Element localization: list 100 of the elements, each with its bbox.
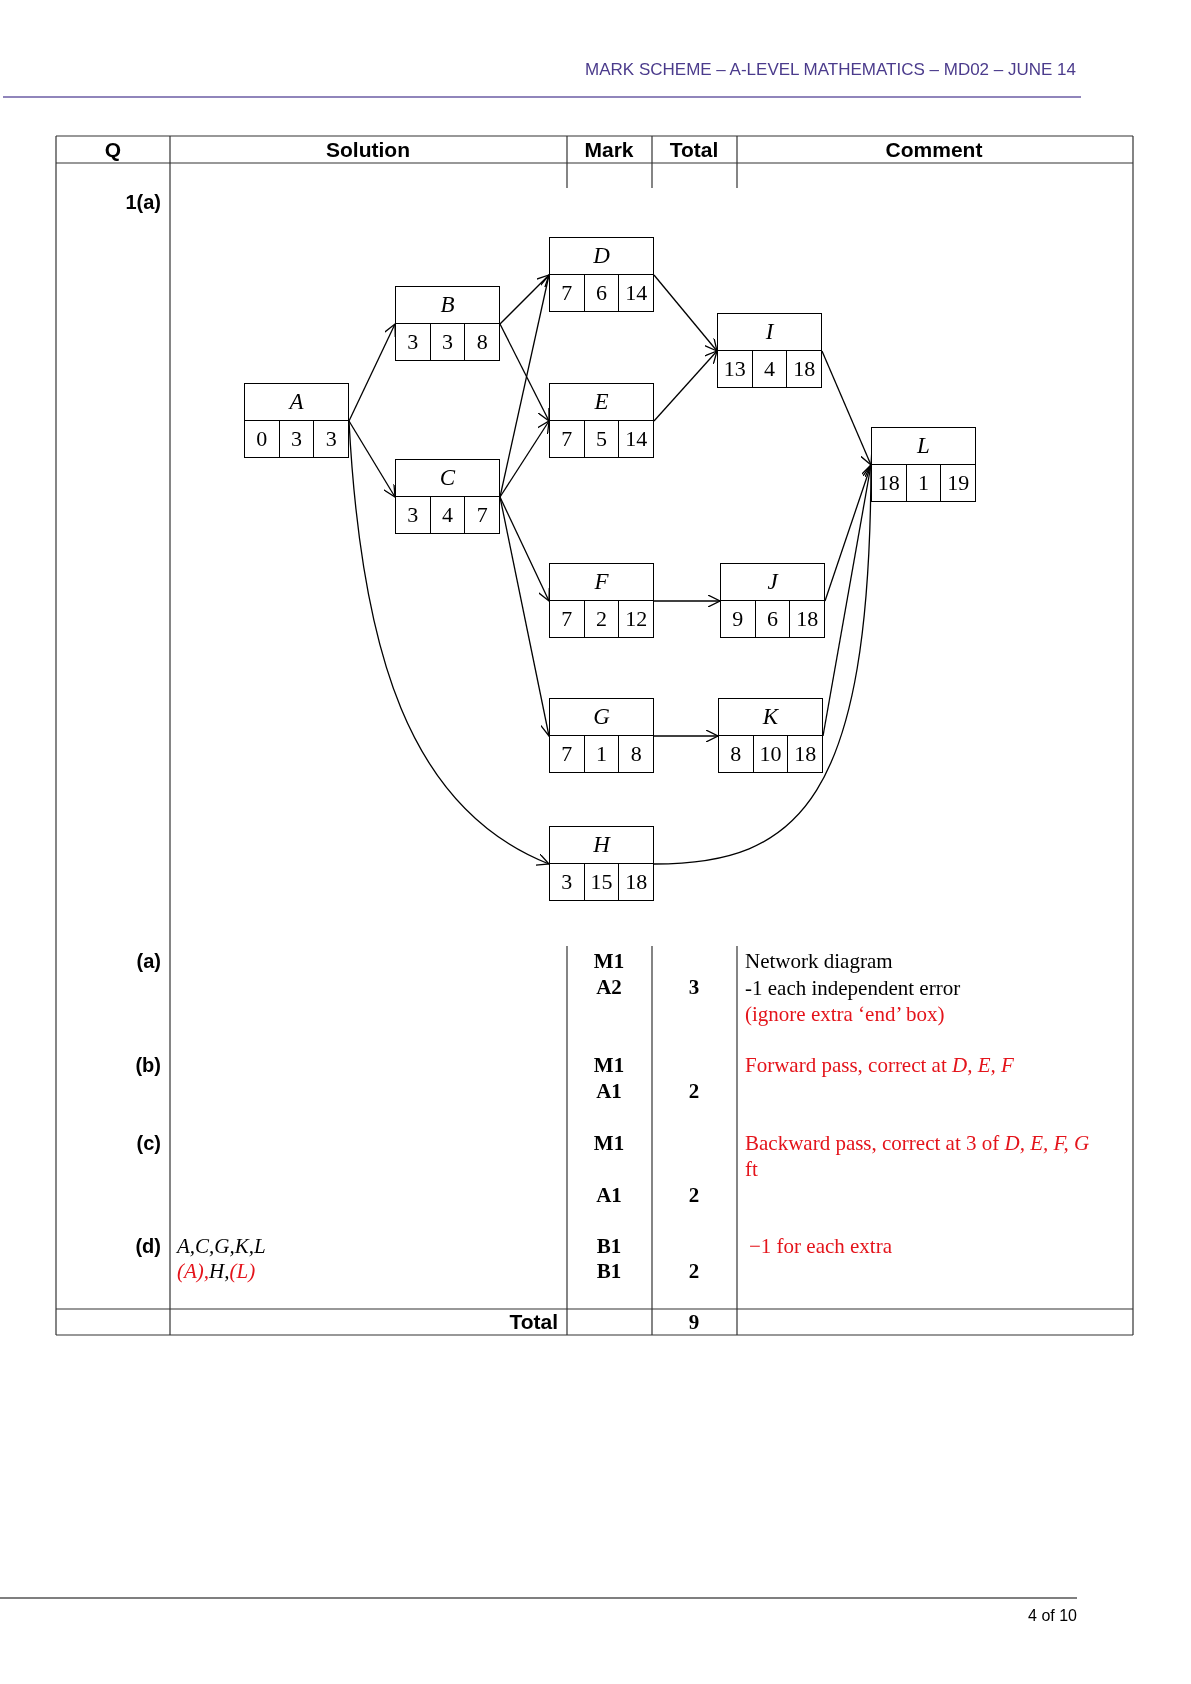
number-cell: 14 (618, 421, 653, 457)
number-cell-text: 18 (876, 469, 901, 497)
number-cell: 15 (583, 864, 619, 900)
activity-name: E (550, 384, 653, 421)
number-cell: 1 (905, 465, 941, 501)
activity-name: J (721, 564, 824, 601)
arrow (653, 350, 718, 422)
arrow (653, 274, 718, 352)
activity-box (549, 237, 654, 312)
activity-name: F (550, 564, 653, 601)
number-cell: 18 (618, 864, 653, 900)
number-cell-text: 7 (560, 605, 574, 633)
page-number: 4 of 10 (1028, 1606, 1077, 1626)
total-mark: 2 (688, 1258, 700, 1284)
comment-text: −1 for each extra (749, 1233, 892, 1259)
activity-box (549, 698, 654, 773)
number-cell-text: 3 (560, 868, 574, 896)
question-part: (c) (136, 1131, 161, 1156)
number-cell-text: 7 (560, 425, 574, 453)
number-cell: 18 (787, 736, 822, 772)
number-cell: 19 (940, 465, 975, 501)
activity-box (395, 286, 500, 361)
activity-name: K (719, 699, 822, 736)
arrow (821, 350, 873, 466)
arrow (499, 496, 550, 602)
arrow (653, 729, 719, 743)
arrow (499, 420, 550, 498)
mark-code: A2 (596, 974, 622, 1000)
column-header: Total (669, 137, 719, 163)
activity-name: G (550, 699, 653, 736)
number-cell: 4 (429, 497, 465, 533)
number-cell: 1 (583, 736, 619, 772)
solution-text: (A), (177, 1258, 210, 1284)
total-mark: 2 (688, 1182, 700, 1208)
activity-box (395, 459, 500, 534)
number-cell: 3 (313, 421, 348, 457)
column-header: Q (104, 137, 122, 163)
number-cell: 5 (583, 421, 619, 457)
mark-code: M1 (593, 1052, 625, 1078)
total-mark: 2 (688, 1078, 700, 1104)
solution-text: (L) (229, 1258, 256, 1284)
total-mark: 9 (688, 1309, 700, 1335)
comment-text: -1 each independent error (745, 975, 961, 1001)
activity-name: I (718, 314, 821, 351)
mark-code: M1 (593, 1130, 625, 1156)
activity-name: H (550, 827, 653, 864)
activity-box (717, 313, 822, 388)
total-label: Total (509, 1309, 558, 1335)
comment-text: Backward pass, correct at 3 of D, E, F, G ft (745, 1130, 1091, 1182)
activity-box (549, 563, 654, 638)
mark-code: B1 (596, 1233, 622, 1259)
number-cell: 4 (751, 351, 787, 387)
number-cell-text: 9 (731, 605, 745, 633)
arrow (348, 323, 396, 422)
arrow (653, 594, 721, 608)
mark-code: A1 (596, 1078, 622, 1104)
number-cell: 6 (583, 275, 619, 311)
number-cell-text: 13 (722, 355, 747, 383)
number-cell: 18 (786, 351, 821, 387)
activity-box (720, 563, 825, 638)
number-cell: 10 (752, 736, 788, 772)
mark-code: M1 (593, 948, 625, 974)
activity-name: A (245, 384, 348, 421)
number-cell-text: 3 (406, 501, 420, 529)
number-cell: 8 (618, 736, 653, 772)
number-cell: 3 (429, 324, 465, 360)
comment-note: (ignore extra ‘end’ box) (745, 1001, 945, 1027)
number-cell: 14 (618, 275, 653, 311)
activity-name: D (550, 238, 653, 275)
solution-text: H, (209, 1258, 230, 1284)
activity-box (549, 383, 654, 458)
comment-text: Network diagram (745, 948, 893, 974)
number-cell: 18 (789, 601, 824, 637)
arrow (348, 420, 396, 498)
mark-code: B1 (596, 1258, 622, 1284)
activity-box (871, 427, 976, 502)
arrow (499, 274, 550, 325)
number-cell: 12 (618, 601, 653, 637)
question-part: (a) (136, 949, 161, 974)
activity-name: B (396, 287, 499, 324)
activity-box (549, 826, 654, 901)
activity-box (718, 698, 823, 773)
number-cell-text: 8 (729, 740, 743, 768)
total-mark: 3 (688, 974, 700, 1000)
question-part: (d) (135, 1234, 161, 1259)
number-cell: 3 (278, 421, 314, 457)
number-cell: 7 (464, 497, 499, 533)
number-cell: 2 (583, 601, 619, 637)
solution-text: A,C,G,K,L (177, 1233, 266, 1259)
number-cell: 8 (464, 324, 499, 360)
comment-text: Forward pass, correct at D, E, F (745, 1052, 1014, 1078)
page-header: MARK SCHEME – A-LEVEL MATHEMATICS – MD02 – JUNE 14 (585, 59, 1076, 81)
column-header: Mark (584, 137, 634, 163)
number-cell-text: 3 (406, 328, 420, 356)
question-part: (b) (135, 1053, 161, 1078)
activity-name: L (872, 428, 975, 465)
arrow (499, 323, 550, 422)
column-header: Solution (326, 137, 410, 163)
column-header: Comment (885, 137, 983, 163)
question-number: 1(a) (125, 190, 161, 215)
